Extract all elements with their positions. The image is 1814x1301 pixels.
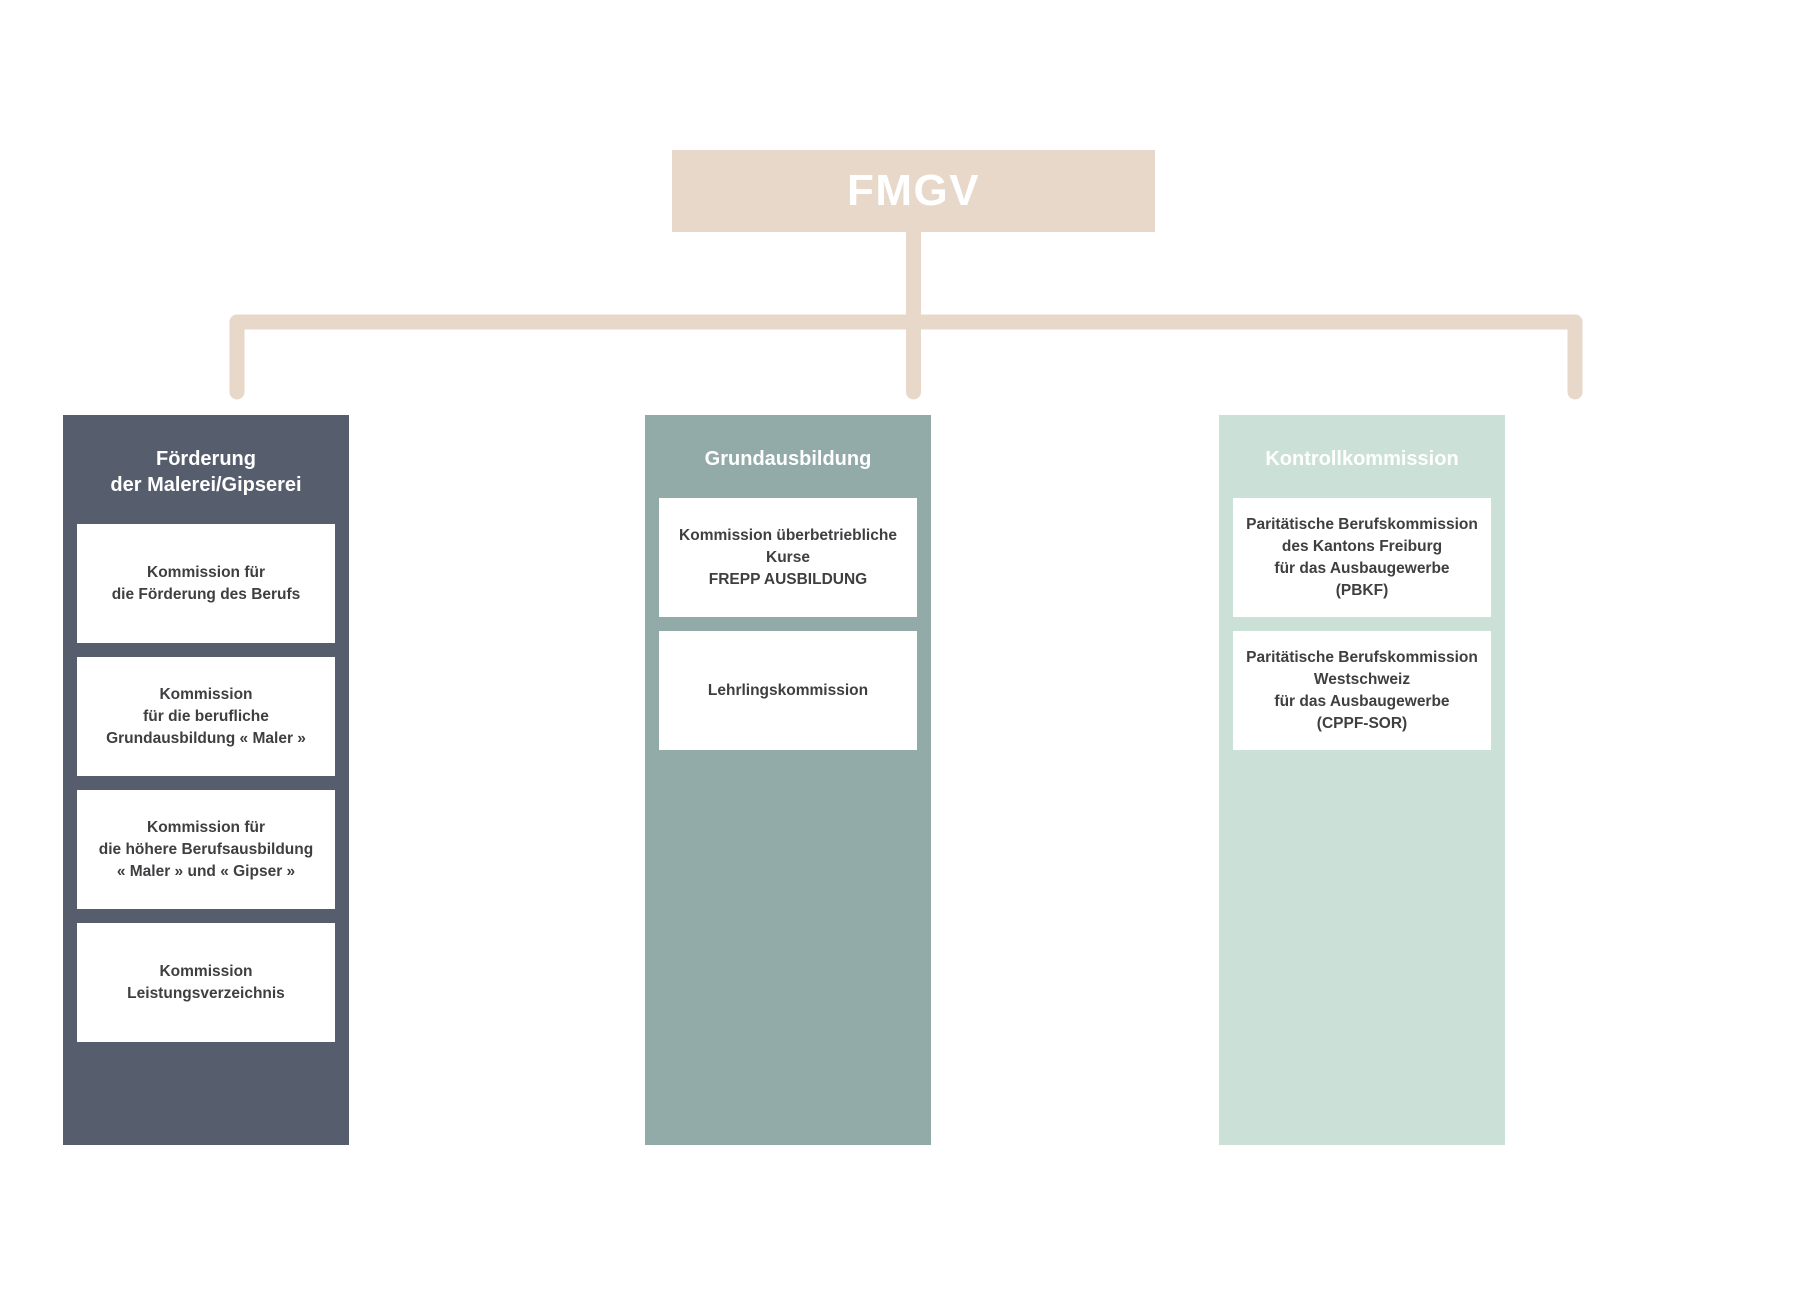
card-kommission-hoehere-berufsausbildung[interactable]: Kommission für die höhere Berufsausbildu…: [77, 790, 335, 909]
column-grundausbildung: Grundausbildung Kommission überbetriebli…: [645, 415, 931, 1145]
card-label: Kommission Leistungsverzeichnis: [127, 962, 285, 1002]
column-foerderung: Förderung der Malerei/Gipserei Kommissio…: [63, 415, 349, 1145]
card-label: Lehrlingskommission: [707, 681, 869, 699]
card-list-grundausbildung: Kommission überbetriebliche Kurse FREPP …: [659, 498, 917, 750]
card-kommission-leistungsverzeichnis[interactable]: Kommission Leistungsverzeichnis: [77, 923, 335, 1042]
card-list-kontrollkommission: Paritätische Berufskommission des Kanton…: [1233, 498, 1491, 750]
card-label: Kommission überbetriebliche Kurse FREPP …: [679, 526, 897, 588]
column-kontrollkommission: Kontrollkommission Paritätische Berufsko…: [1219, 415, 1505, 1145]
card-label: Paritätische Berufskommission Westschwei…: [1246, 648, 1478, 732]
card-label: Kommission für die berufliche Grundausbi…: [106, 685, 306, 747]
card-label: Kommission für die Förderung des Berufs: [111, 563, 301, 603]
root-node-fmgv[interactable]: FMGV: [672, 150, 1155, 232]
connector-group: [229, 224, 1583, 400]
card-pbkf[interactable]: Paritätische Berufskommission des Kanton…: [1233, 498, 1491, 617]
card-lehrlingskommission[interactable]: Lehrlingskommission: [659, 631, 917, 750]
card-kommission-grundausbildung-maler[interactable]: Kommission für die berufliche Grundausbi…: [77, 657, 335, 776]
card-kommission-foerderung-berufs[interactable]: Kommission für die Förderung des Berufs: [77, 524, 335, 643]
card-cppf-sor[interactable]: Paritätische Berufskommission Westschwei…: [1233, 631, 1491, 750]
card-kommission-ueberbetriebliche-kurse[interactable]: Kommission überbetriebliche Kurse FREPP …: [659, 498, 917, 617]
card-label: Kommission für die höhere Berufsausbildu…: [98, 818, 314, 880]
card-label: Paritätische Berufskommission des Kanton…: [1246, 515, 1478, 599]
column-title-foerderung: Förderung der Malerei/Gipserei: [110, 448, 302, 496]
column-title-grundausbildung: Grundausbildung: [704, 448, 872, 470]
column-title-kontrollkommission: Kontrollkommission: [1265, 448, 1459, 470]
card-list-foerderung: Kommission für die Förderung des Berufs …: [77, 524, 335, 1042]
root-node-label: FMGV: [846, 166, 981, 215]
